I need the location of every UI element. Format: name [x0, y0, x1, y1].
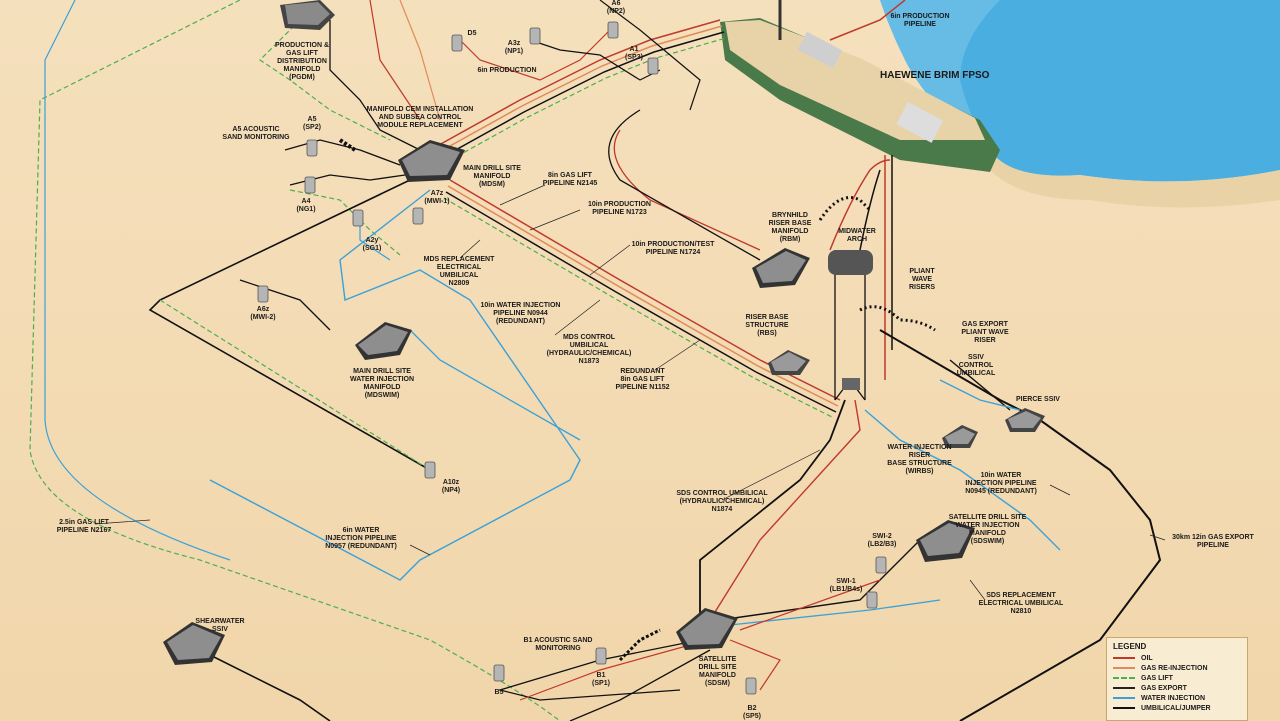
sea-surface-highlight — [880, 0, 1000, 150]
legend-label-oil: OIL — [1141, 654, 1153, 662]
legend-row-oil: OIL — [1113, 653, 1241, 663]
fpso-vessel — [720, 0, 1000, 172]
label-wi10b: 10in WATER INJECTION PIPELINE N0945 (RED… — [965, 472, 1037, 495]
fpso-pipeline-label: 6in PRODUCTION PIPELINE — [890, 13, 950, 28]
mdsm-manifold — [398, 140, 465, 182]
label-mds-repl-elec: MDS REPLACEMENT ELECTRICAL UMBILICAL N28… — [423, 256, 495, 287]
legend-row-gas-export: GAS EXPORT — [1113, 683, 1241, 693]
label-a7z: A7z (MWI-1) — [424, 190, 450, 205]
label-gas-export30: 30km 12in GAS EXPORT PIPELINE — [1172, 534, 1254, 549]
label-mds-ctrl: MDS CONTROL UMBILICAL (HYDRAULIC/CHEMICA… — [546, 334, 632, 365]
legend-row-gas-lift: GAS LIFT — [1113, 673, 1241, 683]
label-pgdm: PRODUCTION & GAS LIFT DISTRIBUTION MANIF… — [274, 42, 330, 81]
legend-label-umbilical: UMBILICAL/JUMPER — [1141, 704, 1211, 712]
label-a10z: A10z (NP4) — [441, 479, 461, 494]
label-mdswim: MAIN DRILL SITE WATER INJECTION MANIFOLD… — [349, 368, 415, 399]
legend-swatch-gas-lift — [1113, 677, 1135, 679]
legend-swatch-oil — [1113, 657, 1135, 659]
label-b1-acoustic: B1 ACOUSTIC SAND MONITORING — [523, 637, 593, 652]
label-b2: B2 (SP5) — [743, 705, 761, 720]
wellheads — [257, 21, 887, 695]
label-pierce: PIERCE SSIV — [1016, 396, 1060, 403]
label-b5: B5 — [494, 689, 504, 696]
label-ssiv-umb: SSIV CONTROL UMBILICAL — [956, 354, 996, 377]
label-d5: D5 — [467, 30, 477, 37]
label-wirbs: WATER INJECTION RISER BASE STRUCTURE (WI… — [887, 444, 952, 475]
pgdm-manifold — [280, 0, 335, 30]
bundle-to-rbs — [443, 179, 841, 419]
pierce-ssiv — [1005, 408, 1045, 432]
midwater-arch — [818, 159, 936, 401]
legend: LEGEND OIL GAS RE-INJECTION GAS LIFT GAS… — [1106, 637, 1248, 721]
label-midwater: MIDWATER ARCH — [838, 228, 876, 243]
label-rbs: RISER BASE STRUCTURE (RBS) — [745, 314, 789, 337]
label-wi6: 6in WATER INJECTION PIPELINE N0957 (REDU… — [325, 527, 397, 550]
legend-row-water-injection: WATER INJECTION — [1113, 693, 1241, 703]
label-sds-repl-elec: SDS REPLACEMENT ELECTRICAL UMBILICAL N28… — [978, 592, 1064, 615]
legend-row-gas-reinjection: GAS RE-INJECTION — [1113, 663, 1241, 673]
sea-shore — [990, 150, 1280, 208]
label-a6z: A6z (MWI-2) — [250, 306, 276, 321]
legend-swatch-umbilical — [1113, 707, 1135, 709]
label-a6: A6 (NP2) — [606, 0, 626, 15]
shearwater-ssiv — [163, 622, 225, 665]
label-prod10: 10in PRODUCTION PIPELINE N1723 — [587, 201, 651, 216]
legend-label-gas-lift: GAS LIFT — [1141, 674, 1173, 682]
legend-label-gas-export: GAS EXPORT — [1141, 684, 1187, 692]
label-wi10: 10in WATER INJECTION PIPELINE N0944 (RED… — [480, 302, 561, 325]
legend-swatch-gas-reinjection — [1113, 667, 1135, 669]
rbm-manifold — [752, 248, 810, 288]
legend-swatch-gas-export — [1113, 687, 1135, 689]
label-b1: B1 (SP1) — [592, 672, 610, 687]
label-rbm: BRYNHILD RISER BASE MANIFOLD (RBM) — [768, 212, 812, 243]
label-gaslift8: 8in GAS LIFT PIPELINE N2145 — [542, 172, 598, 187]
label-a4: A4 (NG1) — [296, 198, 316, 213]
wirbs-structure — [942, 425, 978, 448]
leader-lines — [94, 184, 1166, 601]
label-prodtest10: 10in PRODUCTION/TEST PIPELINE N1724 — [631, 241, 715, 256]
legend-label-gas-reinjection: GAS RE-INJECTION — [1141, 664, 1208, 672]
label-pliant: PLIANT WAVE RISERS — [908, 268, 936, 291]
label-a5-acoustic: A5 ACOUSTIC SAND MONITORING — [222, 126, 290, 141]
label-a2y: A2y (SG1) — [362, 237, 382, 252]
sdswim-manifold — [916, 520, 975, 562]
fpso-name: HAEWENE BRIM FPSO — [880, 70, 990, 81]
label-a1: A1 (SP3) — [625, 46, 643, 61]
label-swi2: SWI-2 (LB2/B3) — [867, 533, 897, 548]
legend-title: LEGEND — [1113, 642, 1147, 651]
water-injection-loop — [209, 189, 581, 581]
label-a5: A5 (SP2) — [303, 116, 321, 131]
sdsm-manifold — [676, 608, 738, 650]
legend-row-umbilical: UMBILICAL/JUMPER — [1113, 703, 1241, 713]
rbs-structure — [768, 350, 810, 375]
label-sdswim: SATELLITE DRILL SITE WATER INJECTION MAN… — [948, 514, 1027, 545]
mdswim-manifold — [355, 322, 412, 360]
legend-label-water-injection: WATER INJECTION — [1141, 694, 1206, 702]
label-prod6: 6in PRODUCTION — [477, 67, 537, 74]
label-shearwater: SHEARWATER SSIV — [195, 618, 245, 633]
label-gaslift25: 2.5in GAS LIFT PIPELINE N2167 — [56, 519, 112, 534]
gas-lift-2.5in — [29, 0, 561, 721]
label-manifold-cem: MANIFOLD CEM INSTALLATION AND SUBSEA CON… — [366, 106, 474, 129]
label-redundant-gl: REDUNDANT 8in GAS LIFT PIPELINE N1152 — [615, 368, 670, 391]
legend-swatch-water-injection — [1113, 697, 1135, 699]
label-sds-ctrl: SDS CONTROL UMBILICAL (HYDRAULIC/CHEMICA… — [676, 490, 768, 513]
label-swi1: SWI-1 (LB1/B4s) — [829, 578, 863, 593]
label-a3z: A3z (NP1) — [504, 40, 524, 55]
label-gas-export-riser: GAS EXPORT PLIANT WAVE RISER — [961, 321, 1009, 344]
label-sdsm: SATELLITE DRILL SITE MANIFOLD (SDSM) — [698, 656, 737, 687]
label-mdsm: MAIN DRILL SITE MANIFOLD (MDSM) — [463, 165, 521, 188]
main-bundle-to-fpso — [429, 19, 727, 169]
